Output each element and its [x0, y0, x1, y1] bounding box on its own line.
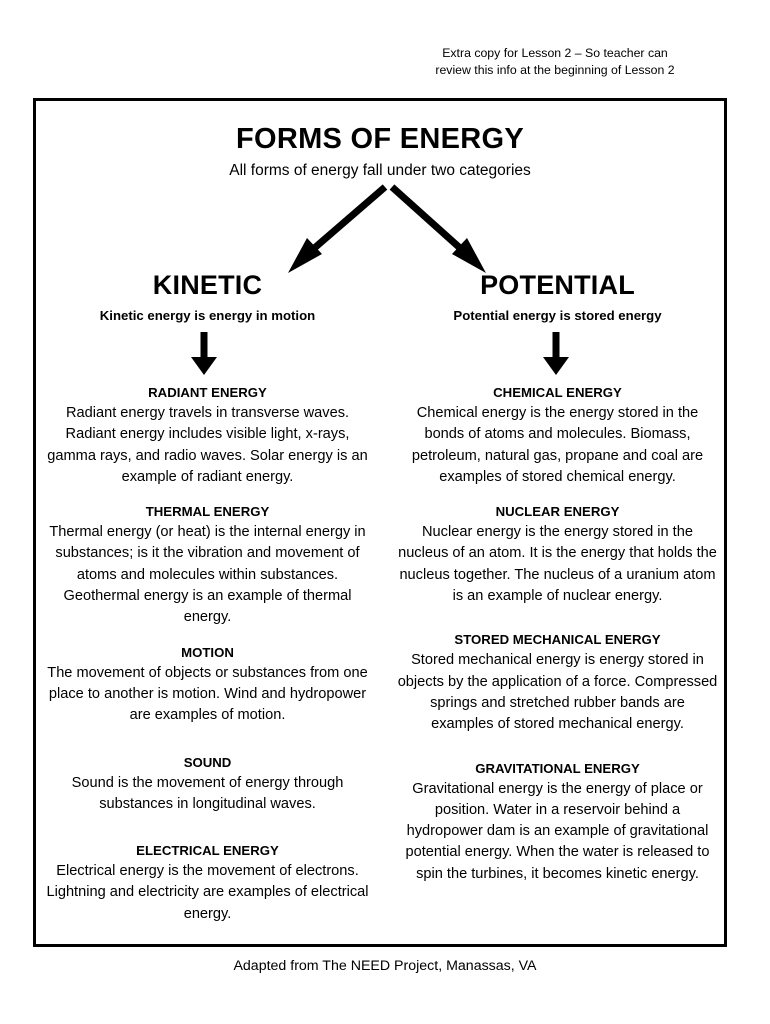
entry-title: STORED MECHANICAL ENERGY	[454, 632, 661, 648]
category-title-kinetic: KINETIC	[152, 270, 263, 300]
down-arrow-kinetic-wrap	[46, 325, 369, 383]
entry-body: Stored mechanical energy is energy store…	[397, 652, 718, 733]
down-arrow-icon	[542, 332, 569, 375]
entry-title: NUCLEAR ENERGY	[495, 504, 620, 520]
entry-body: Sound is the movement of energy through …	[71, 774, 344, 812]
entry-title: MOTION	[181, 644, 234, 660]
page-subtitle: All forms of energy fall under two categ…	[229, 162, 531, 179]
entry-body: Chemical energy is the energy stored in …	[411, 405, 704, 485]
branch-arrows	[288, 184, 486, 273]
entry-body: Nuclear energy is the energy stored in t…	[398, 524, 717, 605]
entry-body: Electrical energy is the movement of ele…	[46, 863, 369, 922]
energy-entry: RADIANT ENERGY Radiant energy travels in…	[46, 383, 369, 488]
footer-attribution: Adapted from The NEED Project, Manassas,…	[233, 958, 537, 974]
header-note-line-2: review this info at the beginning of Les…	[435, 62, 675, 77]
energy-entry: STORED MECHANICAL ENERGY Stored mechanic…	[397, 630, 718, 735]
category-columns: KINETIC Kinetic energy is energy in moti…	[36, 269, 724, 939]
entry-title: RADIANT ENERGY	[148, 385, 267, 400]
entry-body: The movement of objects or substances fr…	[47, 664, 368, 724]
down-arrow-potential-wrap	[397, 325, 718, 383]
category-title-potential: POTENTIAL	[480, 270, 635, 300]
category-column-kinetic: KINETIC Kinetic energy is energy in moti…	[36, 269, 383, 939]
branch-arrow-right-icon	[389, 184, 486, 273]
energy-entry: ELECTRICAL ENERGY Electrical energy is t…	[46, 841, 369, 925]
category-description-potential: Potential energy is stored energy	[453, 308, 662, 323]
category-description-kinetic: Kinetic energy is energy in motion	[99, 308, 316, 323]
content-frame: FORMS OF ENERGY All forms of energy fall…	[33, 98, 727, 947]
header-note-line-1: Extra copy for Lesson 2 – So teacher can	[442, 46, 668, 60]
entry-title: SOUND	[183, 754, 232, 770]
entry-title: THERMAL ENERGY	[145, 504, 270, 520]
entry-title: ELECTRICAL ENERGY	[136, 843, 279, 859]
energy-entry: CHEMICAL ENERGY Chemical energy is the e…	[397, 383, 718, 488]
energy-entry: GRAVITATIONAL ENERGY Gravitational energ…	[397, 759, 718, 885]
branch-arrow-left-icon	[288, 184, 388, 273]
energy-entry: SOUND Sound is the movement of energy th…	[46, 753, 369, 816]
energy-entry: MOTION The movement of objects or substa…	[46, 643, 369, 727]
header-note: Extra copy for Lesson 2 – So teacher can…	[395, 45, 715, 78]
page-title: FORMS OF ENERGY	[235, 123, 525, 155]
entry-body: Radiant energy travels in transverse wav…	[47, 405, 368, 485]
entry-title: CHEMICAL ENERGY	[493, 385, 622, 400]
category-column-potential: POTENTIAL Potential energy is stored ene…	[383, 269, 730, 899]
entry-body: Thermal energy (or heat) is the internal…	[49, 524, 366, 626]
entry-body: Gravitational energy is the energy of pl…	[405, 780, 710, 882]
down-arrow-icon	[190, 332, 217, 375]
entry-title: GRAVITATIONAL ENERGY	[475, 760, 640, 776]
energy-entry: THERMAL ENERGY Thermal energy (or heat) …	[46, 502, 369, 628]
energy-entry: NUCLEAR ENERGY Nuclear energy is the ene…	[397, 502, 718, 607]
